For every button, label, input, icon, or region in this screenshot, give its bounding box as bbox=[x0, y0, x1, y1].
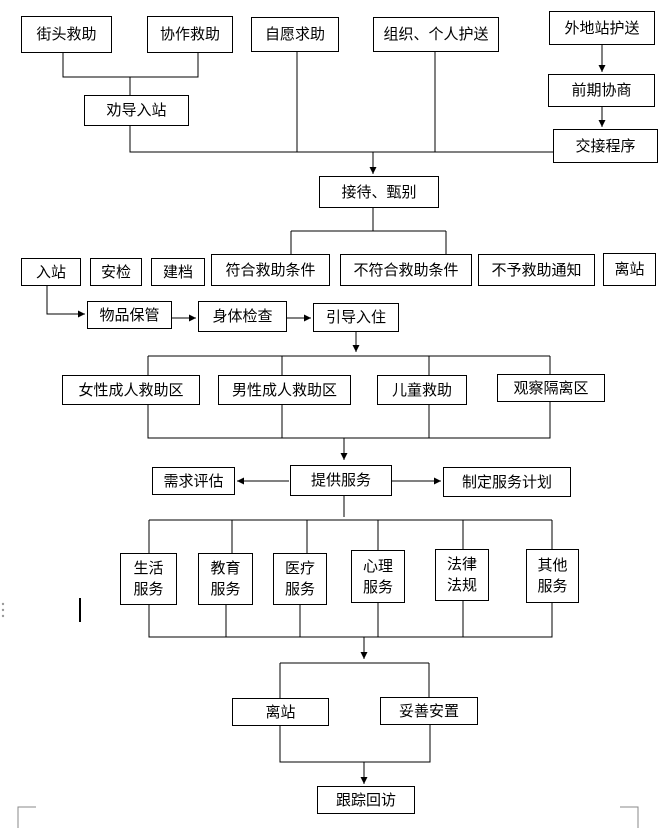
node-file-record: 建档 bbox=[151, 258, 205, 286]
node-proper-placement: 妥善安置 bbox=[380, 697, 478, 725]
node-handover-procedure: 交接程序 bbox=[553, 129, 658, 163]
node-persuade-entry: 劝导入站 bbox=[84, 95, 189, 126]
node-not-eligible: 不符合救助条件 bbox=[340, 254, 472, 286]
node-voluntary-help: 自愿求助 bbox=[251, 17, 339, 52]
node-female-adult-area: 女性成人救助区 bbox=[62, 375, 200, 405]
node-entry: 入站 bbox=[21, 258, 81, 286]
node-cooperative-rescue: 协作救助 bbox=[147, 16, 233, 53]
node-provide-services: 提供服务 bbox=[290, 465, 392, 496]
node-remote-station-escort: 外地站护送 bbox=[549, 11, 655, 45]
node-guide-check-in: 引导入住 bbox=[313, 303, 399, 332]
node-child-rescue: 儿童救助 bbox=[377, 375, 467, 405]
crop-mark-right-icon bbox=[620, 806, 639, 828]
node-other-services: 其他 服务 bbox=[526, 549, 579, 603]
node-service-plan: 制定服务计划 bbox=[443, 467, 571, 497]
node-security-check: 安检 bbox=[90, 258, 142, 286]
node-leave-station-2: 离站 bbox=[232, 698, 329, 726]
node-rejection-notice: 不予救助通知 bbox=[478, 254, 595, 286]
node-reception-screening: 接待、甄别 bbox=[319, 176, 439, 208]
node-male-adult-area: 男性成人救助区 bbox=[218, 375, 351, 405]
node-education-services: 教育 服务 bbox=[198, 553, 253, 605]
node-observation-isolation: 观察隔离区 bbox=[497, 374, 605, 402]
node-physical-exam: 身体检查 bbox=[198, 301, 287, 332]
node-follow-up-visit: 跟踪回访 bbox=[317, 786, 415, 814]
text-cursor bbox=[79, 598, 81, 622]
node-psychological-services: 心理 服务 bbox=[351, 550, 405, 603]
node-street-rescue: 街头救助 bbox=[21, 16, 112, 53]
node-legal-services: 法律 法规 bbox=[435, 549, 489, 601]
node-pre-consultation: 前期协商 bbox=[548, 74, 655, 107]
node-needs-assessment: 需求评估 bbox=[152, 467, 235, 495]
node-living-services: 生活 服务 bbox=[120, 553, 177, 605]
node-medical-services: 医疗 服务 bbox=[273, 553, 327, 605]
drag-handle-icon[interactable] bbox=[1, 601, 5, 619]
crop-mark-left-icon bbox=[17, 806, 36, 828]
node-leave-station-1: 离站 bbox=[603, 253, 656, 286]
node-escort-by-organization: 组织、个人护送 bbox=[373, 17, 499, 52]
node-belongings-storage: 物品保管 bbox=[87, 301, 172, 329]
node-eligible: 符合救助条件 bbox=[211, 254, 330, 286]
